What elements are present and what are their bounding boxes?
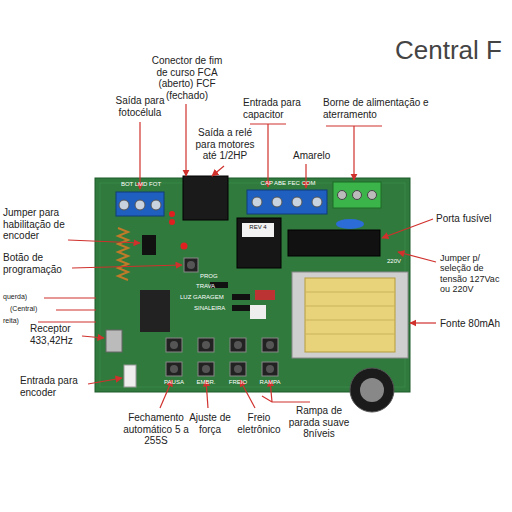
- silkscreen-label: CAP ABE FEC COM: [247, 180, 329, 187]
- transformer: [292, 272, 408, 358]
- callout-text: Freio eletrônico: [233, 412, 285, 435]
- callout-text: Saída para fotocélula: [108, 95, 172, 118]
- encoder-connector: [124, 365, 136, 387]
- y-capacitor: [336, 219, 364, 229]
- leader-lines: [38, 104, 436, 408]
- fuse-holder: [288, 230, 380, 256]
- silkscreen-label: 220V: [381, 258, 407, 265]
- silkscreen-label: LUZ GARAGEM: [180, 294, 232, 301]
- silkscreen-label: PAUSA: [160, 379, 188, 386]
- callout-text: (Central): [10, 305, 56, 313]
- terminal-block: [116, 192, 164, 216]
- relay: [237, 218, 281, 268]
- power-terminal: [333, 182, 381, 208]
- callout-text: querda): [3, 293, 43, 301]
- silkscreen-label: REV 4: [243, 224, 273, 231]
- crystal: [106, 330, 122, 352]
- microcontroller: [140, 290, 170, 332]
- antenna-coil: [118, 228, 128, 280]
- silkscreen-label: FREIO: [224, 379, 252, 386]
- callout-text: Conector de fim de curso FCA (aberto) FC…: [148, 55, 226, 101]
- buttons: [166, 338, 278, 376]
- silkscreen-label: RAMPA: [256, 379, 284, 386]
- callout-text: Fonte 80mAh: [440, 318, 510, 330]
- relay: [183, 176, 228, 220]
- callout-text: Borne de alimentação e aterramento: [323, 97, 437, 120]
- callout-text: Fechamento automático 5 a 255S: [118, 412, 194, 447]
- silkscreen-label: BOT LMD FOT: [116, 181, 166, 188]
- callout-text: Botão de programação: [3, 252, 73, 275]
- silkscreen-label: PROG: [200, 273, 228, 280]
- pcb: [95, 178, 410, 392]
- electrolytic-capacitor: [350, 368, 394, 412]
- callout-text: Entrada para encoder: [20, 375, 88, 398]
- title: Central F: [395, 36, 502, 66]
- callout-text: Jumper p/ seleção de tensão 127Vac ou 22…: [440, 253, 510, 294]
- callout-text: Saída a relé para motores até 1/2HP: [190, 127, 260, 162]
- callout-text: Amarelo: [293, 150, 343, 162]
- callout-text: Rampa de parada suave 8níveis: [285, 405, 353, 440]
- capacitor: [255, 290, 275, 300]
- callout-text: Porta fusível: [436, 213, 510, 225]
- callout-text: Jumper para habilitação de encoder: [3, 207, 71, 242]
- silkscreen-label: EMBR.: [192, 379, 220, 386]
- callout-text: Receptor 433,42Hz: [30, 323, 84, 346]
- silkscreen-label: SINALEIRA: [194, 305, 232, 312]
- terminal-block: [247, 190, 327, 214]
- silkscreen-label: TRAVA: [196, 283, 226, 290]
- callout-text: Ajuste de força: [188, 412, 232, 435]
- connector: [250, 305, 266, 319]
- jumper: [142, 235, 156, 255]
- callout-text: Entrada para capacitor: [243, 97, 313, 120]
